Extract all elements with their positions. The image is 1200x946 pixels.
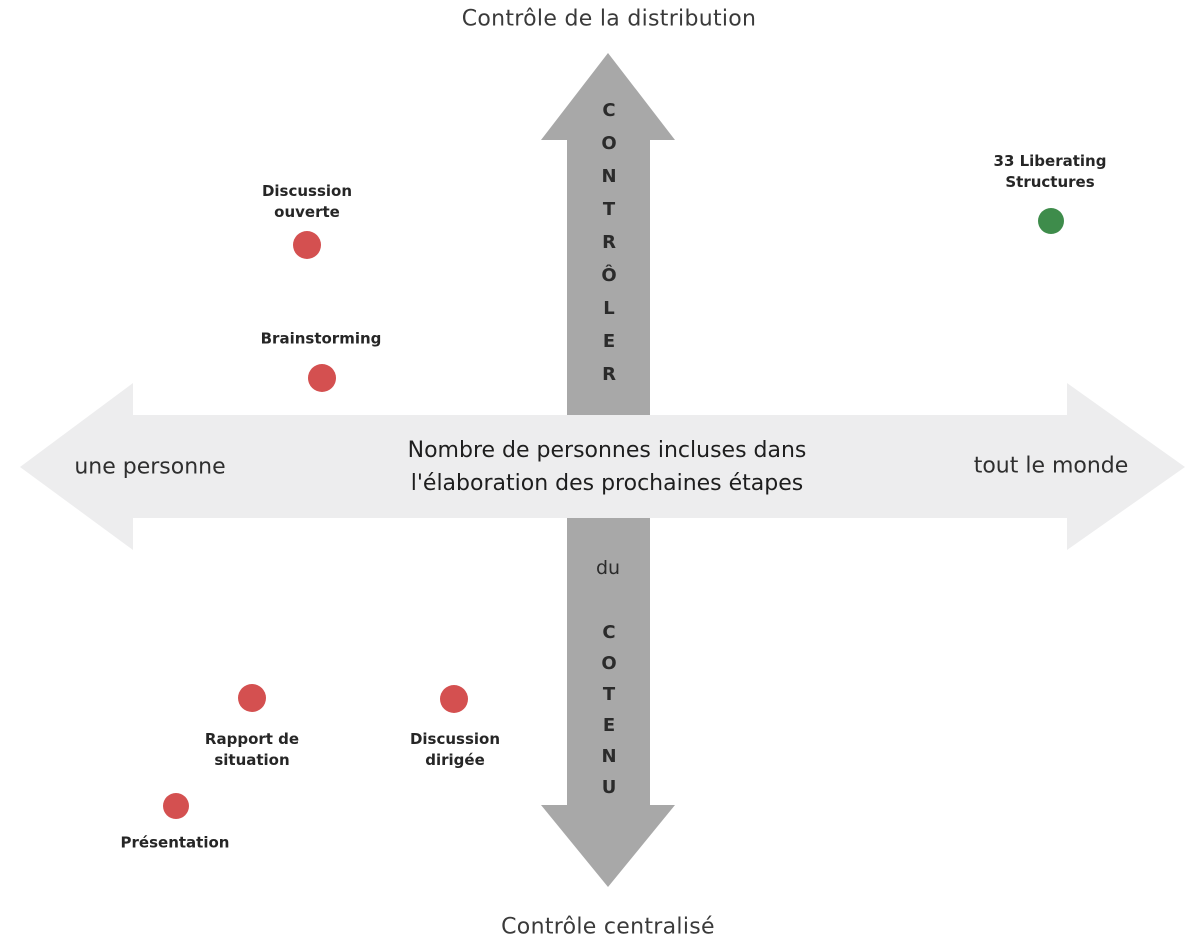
vertical-arrow-down <box>541 508 675 887</box>
horizontal-axis-center-text: Nombre de personnes incluses dans l'élab… <box>407 438 807 496</box>
point-discussion-ouverte-dot <box>293 231 321 259</box>
horizontal-axis-left-label: une personne <box>74 454 226 480</box>
point-presentation-dot <box>163 793 189 819</box>
point-brainstorming-dot <box>308 364 336 392</box>
point-discussion-ouverte-label: Discussion ouverte <box>261 182 353 221</box>
point-discussion-dirigee-dot <box>440 685 468 713</box>
vertical-axis-word-controler: CONTRÔLER <box>598 100 620 397</box>
point-liberating-structures-label: 33 Liberating Structures <box>993 152 1107 191</box>
top-axis-title: Contrôle de la distribution <box>461 6 757 32</box>
vertical-arrow-up <box>541 53 675 432</box>
point-discussion-dirigee-label: Discussion dirigée <box>409 730 501 769</box>
point-brainstorming-label: Brainstorming <box>260 329 382 348</box>
point-rapport-situation-label: Rapport de situation <box>204 730 300 769</box>
point-rapport-situation-dot <box>238 684 266 712</box>
point-presentation-label: Présentation <box>120 833 230 852</box>
horizontal-axis-right-label: tout le monde <box>973 453 1129 479</box>
point-liberating-structures-dot <box>1038 208 1064 234</box>
bottom-axis-title: Contrôle centralisé <box>501 914 715 940</box>
vertical-axis-word-du: du <box>595 557 621 579</box>
vertical-axis-word-cotenu: COTENU <box>598 622 620 808</box>
horizontal-axis-band <box>20 383 1185 550</box>
